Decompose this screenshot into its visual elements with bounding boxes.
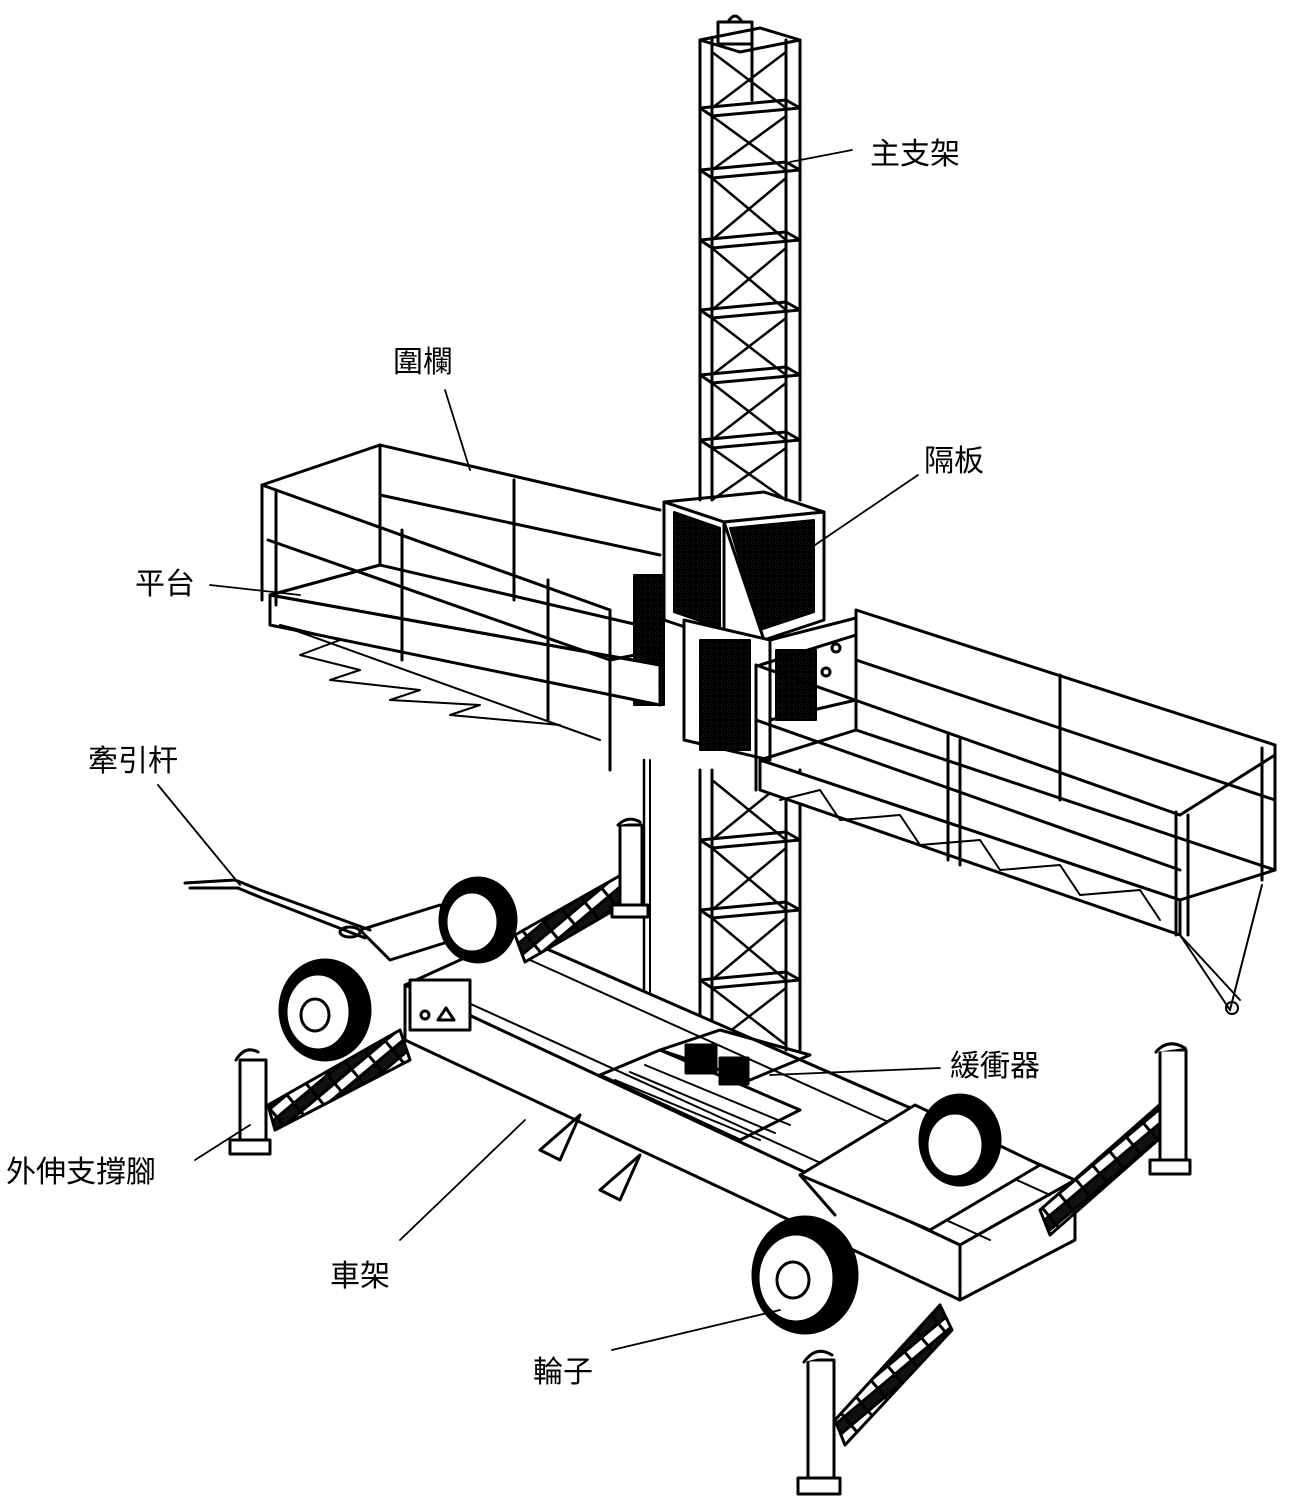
label-partition: 隔板 [924,444,984,479]
leader-lines [157,149,941,1351]
wheels [278,876,1002,1335]
label-platform: 平台 [135,567,195,602]
tow-bar [183,878,372,940]
mast [698,14,802,1052]
outriggers [228,817,1192,1496]
label-chassis: 車架 [330,1259,390,1294]
right-platform [754,608,1277,1015]
label-guardrail: 圍欄 [393,345,453,380]
label-buffer: 緩衝器 [950,1049,1040,1084]
label-tow-bar: 牽引杆 [88,744,178,779]
label-main-frame: 主支架 [870,137,960,172]
left-platform [260,443,662,772]
label-outrigger: 外伸支撐腳 [6,1155,156,1190]
label-wheel: 輪子 [533,1355,593,1390]
carriage [633,490,858,762]
